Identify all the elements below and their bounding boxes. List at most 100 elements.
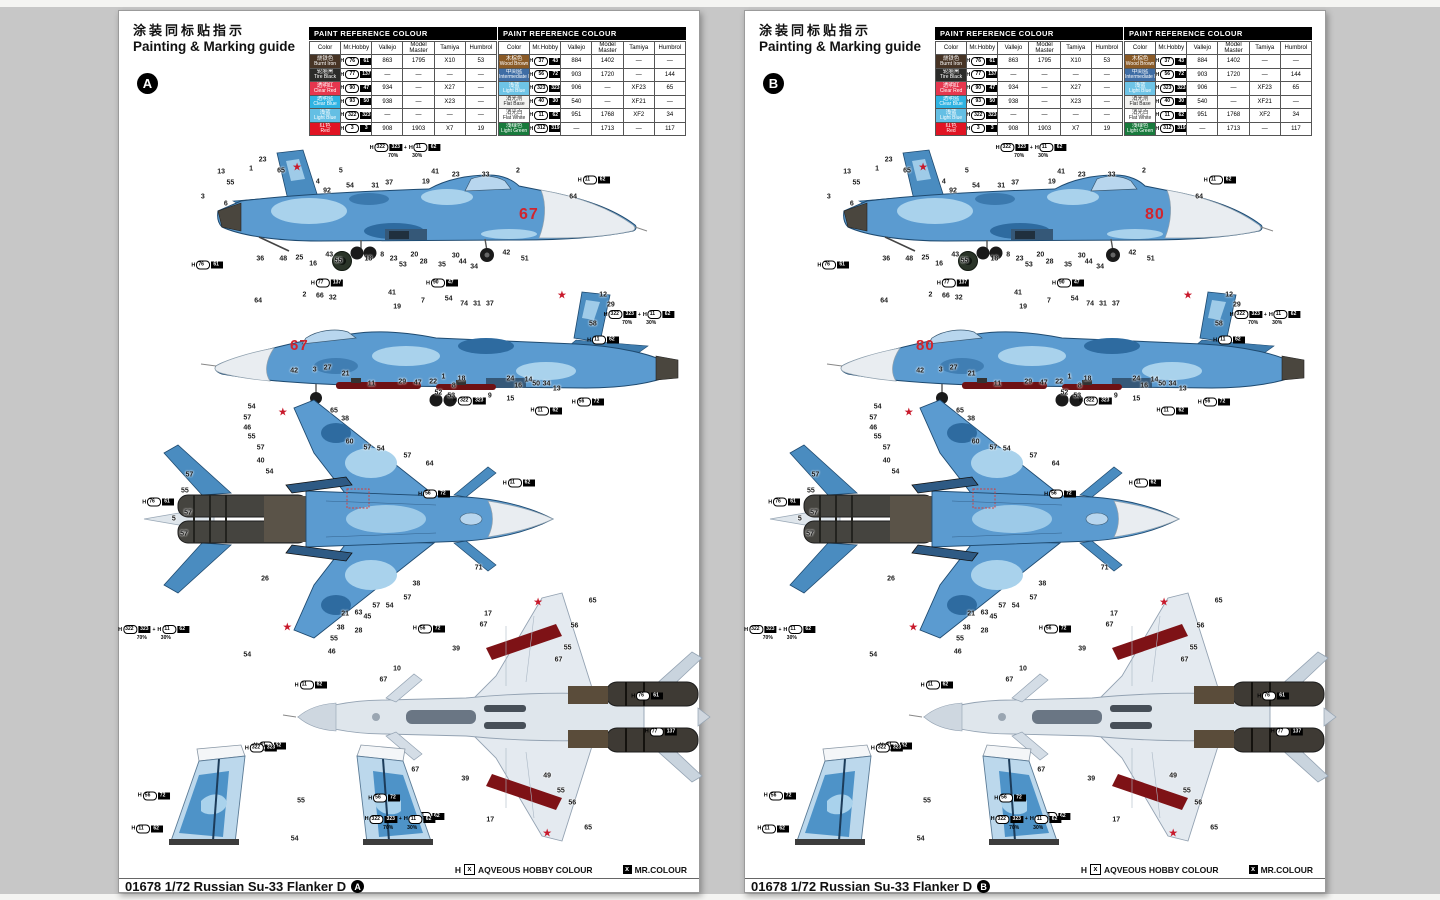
mr-colour-code-badge: 61: [837, 261, 850, 269]
paint-code-cell: —: [1090, 94, 1124, 109]
aqueous-code-capsule: 56: [417, 624, 432, 634]
scan-margin-bottom: [0, 894, 1440, 900]
mr-colour-code-badge: 319: [1175, 125, 1186, 133]
plus-icon: +: [778, 626, 782, 633]
column-header: Humbrol: [1279, 41, 1313, 55]
callout-number: 21: [967, 610, 976, 618]
paint-code-cell: 144: [1279, 67, 1313, 82]
callout-number: 38: [967, 415, 976, 423]
mr-colour-code-badge: 62: [662, 311, 675, 319]
callout-number: 37: [485, 300, 494, 308]
paint-code-cell: —: [1090, 108, 1124, 123]
callout-number: 1: [249, 165, 254, 173]
callout-number: 13: [552, 385, 561, 393]
aqueous-code-capsule: 93: [345, 97, 360, 107]
paint-code-cell: —: [1028, 67, 1061, 82]
aqueous-code-capsule: 77: [649, 727, 664, 737]
paint-code-cell: —: [1059, 108, 1092, 123]
callout-number: 65: [584, 824, 593, 832]
callout-number: 57: [403, 452, 412, 460]
colour-name-english: Clear Blue: [313, 101, 337, 107]
callout-number: 4: [941, 178, 946, 186]
aqueous-box-icon: x: [1089, 864, 1101, 875]
aqueous-code-capsule: 56: [1202, 397, 1217, 407]
callout-number: 11: [993, 380, 1002, 388]
callout-number: 44: [458, 258, 467, 266]
paint-code-cell: 884: [1186, 54, 1219, 69]
callout-number: 18: [1083, 375, 1092, 383]
paint-code-cell: 908: [371, 121, 404, 136]
aqueous-code-capsule: 40: [534, 97, 549, 107]
paint-code-cell: X10: [1059, 54, 1092, 69]
mix-percent-b: 30%: [786, 635, 797, 642]
kit-title: 01678 1/72 Russian Su-33 Flanker D: [125, 879, 347, 894]
callout-number: 34: [1096, 263, 1105, 271]
paint-code-cell: 906: [560, 81, 593, 96]
callout-number: 31: [473, 300, 481, 308]
paint-code-cell: —: [464, 81, 498, 96]
red-star-icon: ★: [918, 161, 929, 174]
paint-code-cell: —: [1279, 94, 1313, 109]
callout-number: 54: [1002, 445, 1011, 453]
callout-number: 57: [882, 444, 891, 452]
mr-colour-code-badge: 43: [549, 57, 560, 65]
callout-number: 67: [1005, 676, 1014, 683]
aqueous-code-capsule: 56: [534, 70, 549, 80]
callout-number: 42: [1128, 249, 1137, 257]
colour-name-english: Clear Red: [313, 87, 337, 94]
callout-number: 57: [363, 444, 372, 452]
mix-percentages: 70%30%: [388, 153, 422, 159]
callout-number: 16: [309, 260, 318, 268]
callout-number: 5: [338, 167, 343, 175]
aqueous-code-capsule: 11: [413, 143, 428, 153]
mr-colour-code-badge: 72: [157, 792, 170, 800]
callout-number: 8: [380, 251, 385, 259]
paint-code-cell: 53: [1090, 54, 1124, 69]
callout-number: 25: [295, 254, 304, 262]
colour-name-english: Red: [946, 128, 956, 134]
mr-hobby-cell: H312319: [1155, 121, 1188, 136]
plus-icon: +: [637, 311, 641, 318]
callout-number: 19: [421, 178, 430, 186]
callout-number: 6: [849, 200, 854, 208]
mr-colour-code-badge: 62: [1058, 812, 1071, 820]
callout-number: 16: [935, 260, 944, 268]
callout-number: 28: [980, 627, 989, 634]
paint-table-title: PAINT REFERENCE COLOUR: [498, 27, 686, 40]
callout-number: 64: [569, 193, 577, 201]
paint-code-cell: 1720: [1217, 67, 1250, 82]
colour-name-chinese: 透明红: [942, 82, 960, 89]
colour-name-chinese: 消光白: [505, 109, 523, 116]
colour-name-english: Tire Black: [940, 74, 963, 80]
page-header: 涂装同标贴指示 Painting & Marking guide: [133, 23, 295, 56]
side-number: 67: [290, 337, 309, 354]
mix-percentages: 70%30%: [622, 320, 656, 326]
callout-number: 20: [1036, 251, 1045, 259]
